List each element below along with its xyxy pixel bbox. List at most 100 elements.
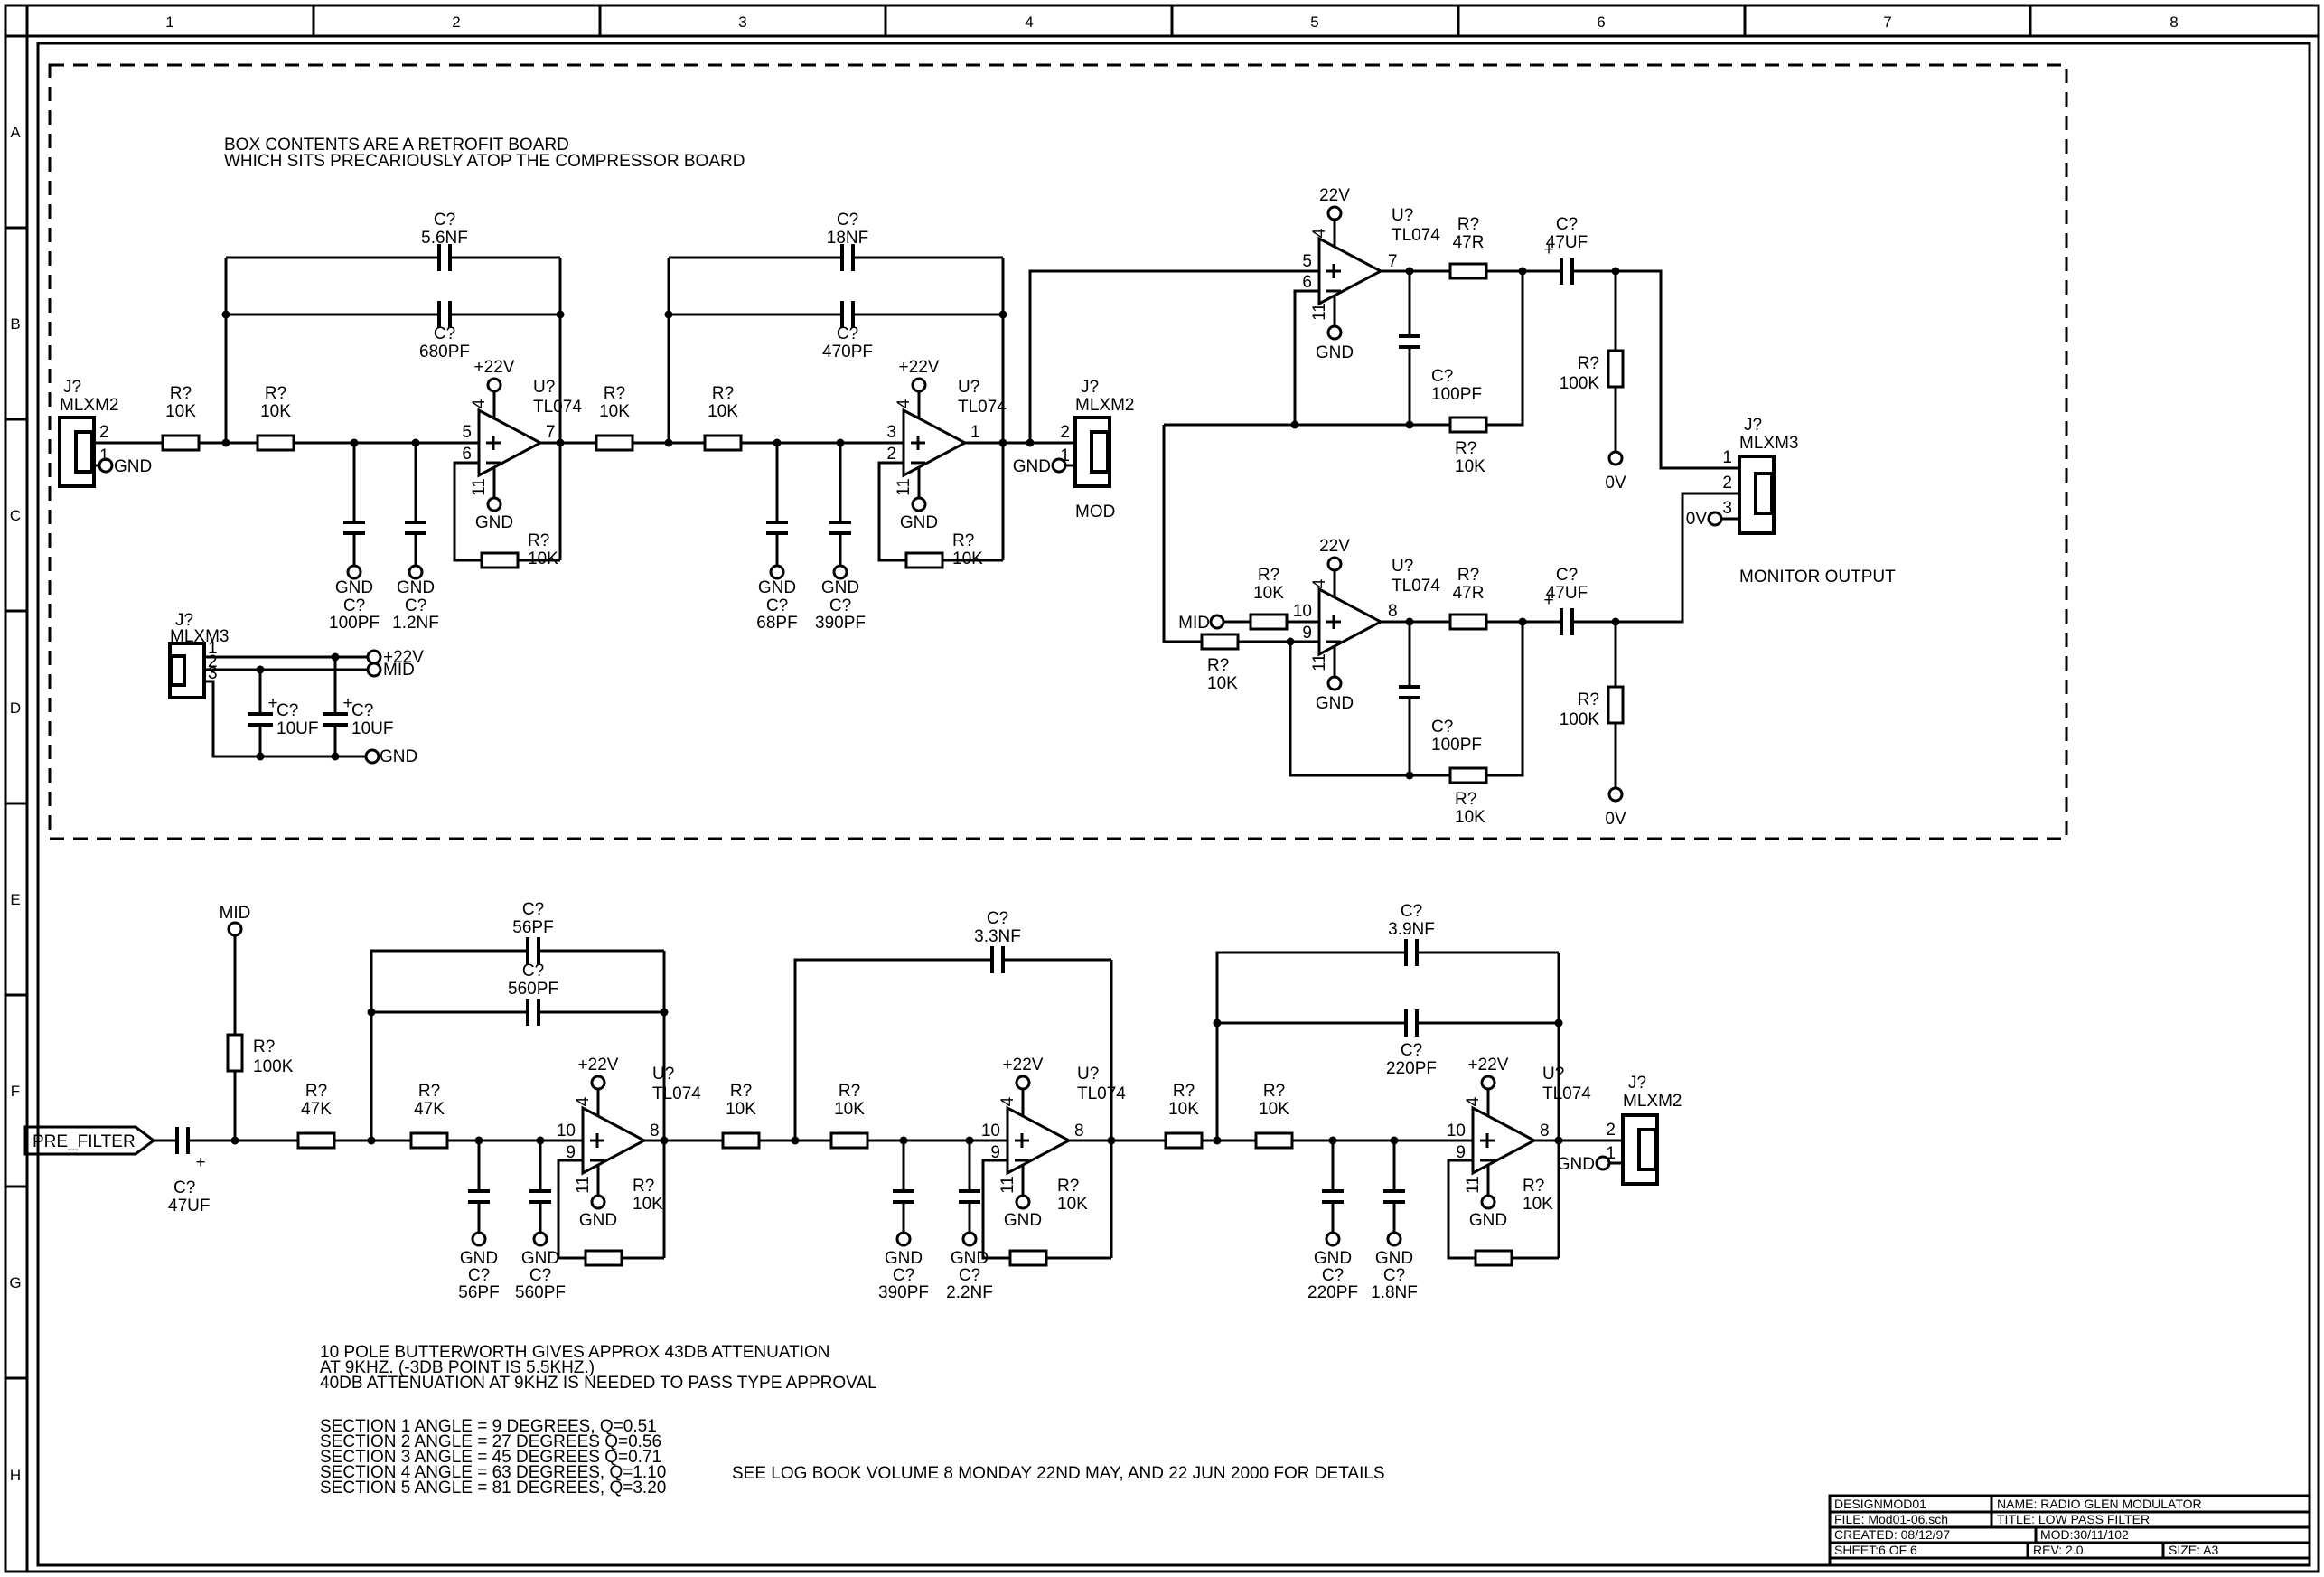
value-label: 470PF: [822, 343, 873, 361]
pin-label: 2: [1060, 423, 1070, 442]
value-label: 680PF: [419, 343, 470, 361]
tb-rev: REV: 2.0: [2033, 1543, 2084, 1557]
ref-label: C?: [468, 1266, 490, 1285]
net-label: GND: [821, 578, 859, 597]
ref-label: C?: [766, 596, 788, 615]
ref-label: C?: [343, 596, 365, 615]
pin-label: 9: [990, 1143, 1000, 1162]
notes: BOX CONTENTS ARE A RETROFIT BOARD WHICH …: [224, 136, 1385, 1497]
ref-label: R?: [633, 1177, 654, 1196]
net-label: GND: [335, 578, 373, 597]
title-block: DESIGNMOD01 NAME: RADIO GLEN MODULATOR F…: [1828, 1494, 2311, 1567]
pin-label: 8: [1388, 602, 1398, 621]
note-line: 10 POLE BUTTERWORTH GIVES APPROX 43DB AT…: [320, 1343, 830, 1362]
note-line: SECTION 4 ANGLE = 63 DEGREES, Q=1.10: [320, 1463, 666, 1482]
pin-label: 10: [981, 1122, 1000, 1141]
net-label: GND: [1469, 1211, 1507, 1230]
value-label: 10K: [633, 1195, 663, 1214]
pin-label: 4: [470, 399, 489, 408]
value-label: 10K: [165, 402, 196, 421]
net-label: 0V: [1605, 810, 1626, 829]
value-label: 10UF: [276, 719, 318, 738]
ref-label: R?: [1173, 1082, 1195, 1101]
pin-label: 1: [1606, 1144, 1616, 1163]
pin-label: 4: [998, 1096, 1017, 1106]
value-label: 47R: [1453, 584, 1485, 603]
part-label: MLXM2: [60, 396, 118, 415]
value-label: 47UF: [1546, 584, 1588, 603]
pin-label: 11: [895, 478, 914, 496]
pin-label: 3: [1722, 499, 1732, 518]
part-label: MLXM2: [1623, 1092, 1682, 1111]
part-label: TL074: [1077, 1084, 1126, 1103]
ref-label: R?: [418, 1082, 440, 1101]
part-label: TL074: [1392, 577, 1440, 596]
value-label: 56PF: [458, 1283, 499, 1302]
row-label: C: [10, 507, 21, 524]
pin-label: 2: [1606, 1121, 1616, 1140]
ref-label: U?: [958, 378, 979, 397]
part-label: TL074: [1542, 1084, 1591, 1103]
value-label: 10K: [834, 1100, 865, 1119]
value-label: 220PF: [1307, 1283, 1358, 1302]
value-label: 390PF: [815, 614, 866, 633]
pin-label: 1: [1060, 446, 1070, 465]
ruler-strips: [5, 5, 2319, 1572]
pin-label: 2: [1722, 474, 1732, 493]
ref-label: C?: [276, 701, 298, 720]
ref-label: C?: [522, 900, 544, 919]
polarity-mark: +: [195, 1153, 205, 1172]
net-label: MID: [220, 904, 251, 923]
ref-label: C?: [1401, 902, 1422, 921]
terminals: [98, 205, 1723, 1247]
note-line: SECTION 2 ANGLE = 27 DEGREES Q=0.56: [320, 1432, 661, 1451]
ref-label: C?: [1431, 718, 1453, 737]
col-label: 1: [165, 14, 173, 31]
net-label: GND: [1314, 1249, 1352, 1268]
row-label: A: [10, 124, 21, 141]
polarity-mark: +: [267, 694, 277, 713]
ref-label: R?: [952, 531, 974, 550]
value-label: 1.8NF: [1371, 1283, 1418, 1302]
value-label: 2.2NF: [946, 1283, 993, 1302]
value-label: 560PF: [515, 1283, 566, 1302]
pin-label: 2: [886, 445, 896, 464]
value-label: 10K: [708, 402, 738, 421]
note-line: AT 9KHZ. (-3DB POINT IS 5.5KHZ.): [320, 1358, 595, 1377]
ref-label: C?: [1431, 367, 1453, 386]
value-label: 220PF: [1386, 1059, 1437, 1078]
value-label: 10K: [1253, 584, 1284, 603]
ref-label: C?: [1322, 1266, 1344, 1285]
value-label: 100PF: [1431, 385, 1482, 404]
ref-label: R?: [528, 531, 549, 550]
capacitor-plates: [175, 244, 1574, 1204]
pin-label: 3: [886, 423, 896, 442]
row-label: G: [9, 1274, 21, 1291]
pin-label: 5: [462, 423, 472, 442]
pin-label: 3: [208, 664, 218, 683]
tb-file: FILE: Mod01-06.sch: [1834, 1512, 1948, 1526]
tb-name: NAME: RADIO GLEN MODULATOR: [1997, 1497, 2202, 1511]
pin-label: 4: [1310, 228, 1329, 238]
ref-label: R?: [712, 384, 734, 403]
ref-label: R?: [1455, 439, 1476, 458]
inner-frame: [36, 42, 2311, 1567]
ref-label: J?: [175, 611, 193, 630]
wires-monitor: [1162, 220, 1739, 788]
value-label: 3.9NF: [1388, 920, 1435, 939]
pin-label: 10: [1293, 602, 1312, 621]
value-label: 10K: [1455, 808, 1485, 827]
row-label: H: [10, 1467, 21, 1484]
ref-label: C?: [522, 962, 544, 981]
net-label: +22V: [474, 358, 515, 377]
net-label: +22V: [578, 1056, 619, 1075]
net-label: GND: [900, 513, 938, 532]
net-label: GND: [397, 578, 435, 597]
retrofit-board-enclosure: [48, 63, 2068, 840]
net-label: MONITOR OUTPUT: [1739, 568, 1896, 587]
net-label: GND: [1013, 457, 1051, 476]
value-label: 18NF: [827, 229, 868, 248]
pin-label: 1: [1722, 448, 1732, 467]
pin-label: 11: [1310, 653, 1329, 671]
